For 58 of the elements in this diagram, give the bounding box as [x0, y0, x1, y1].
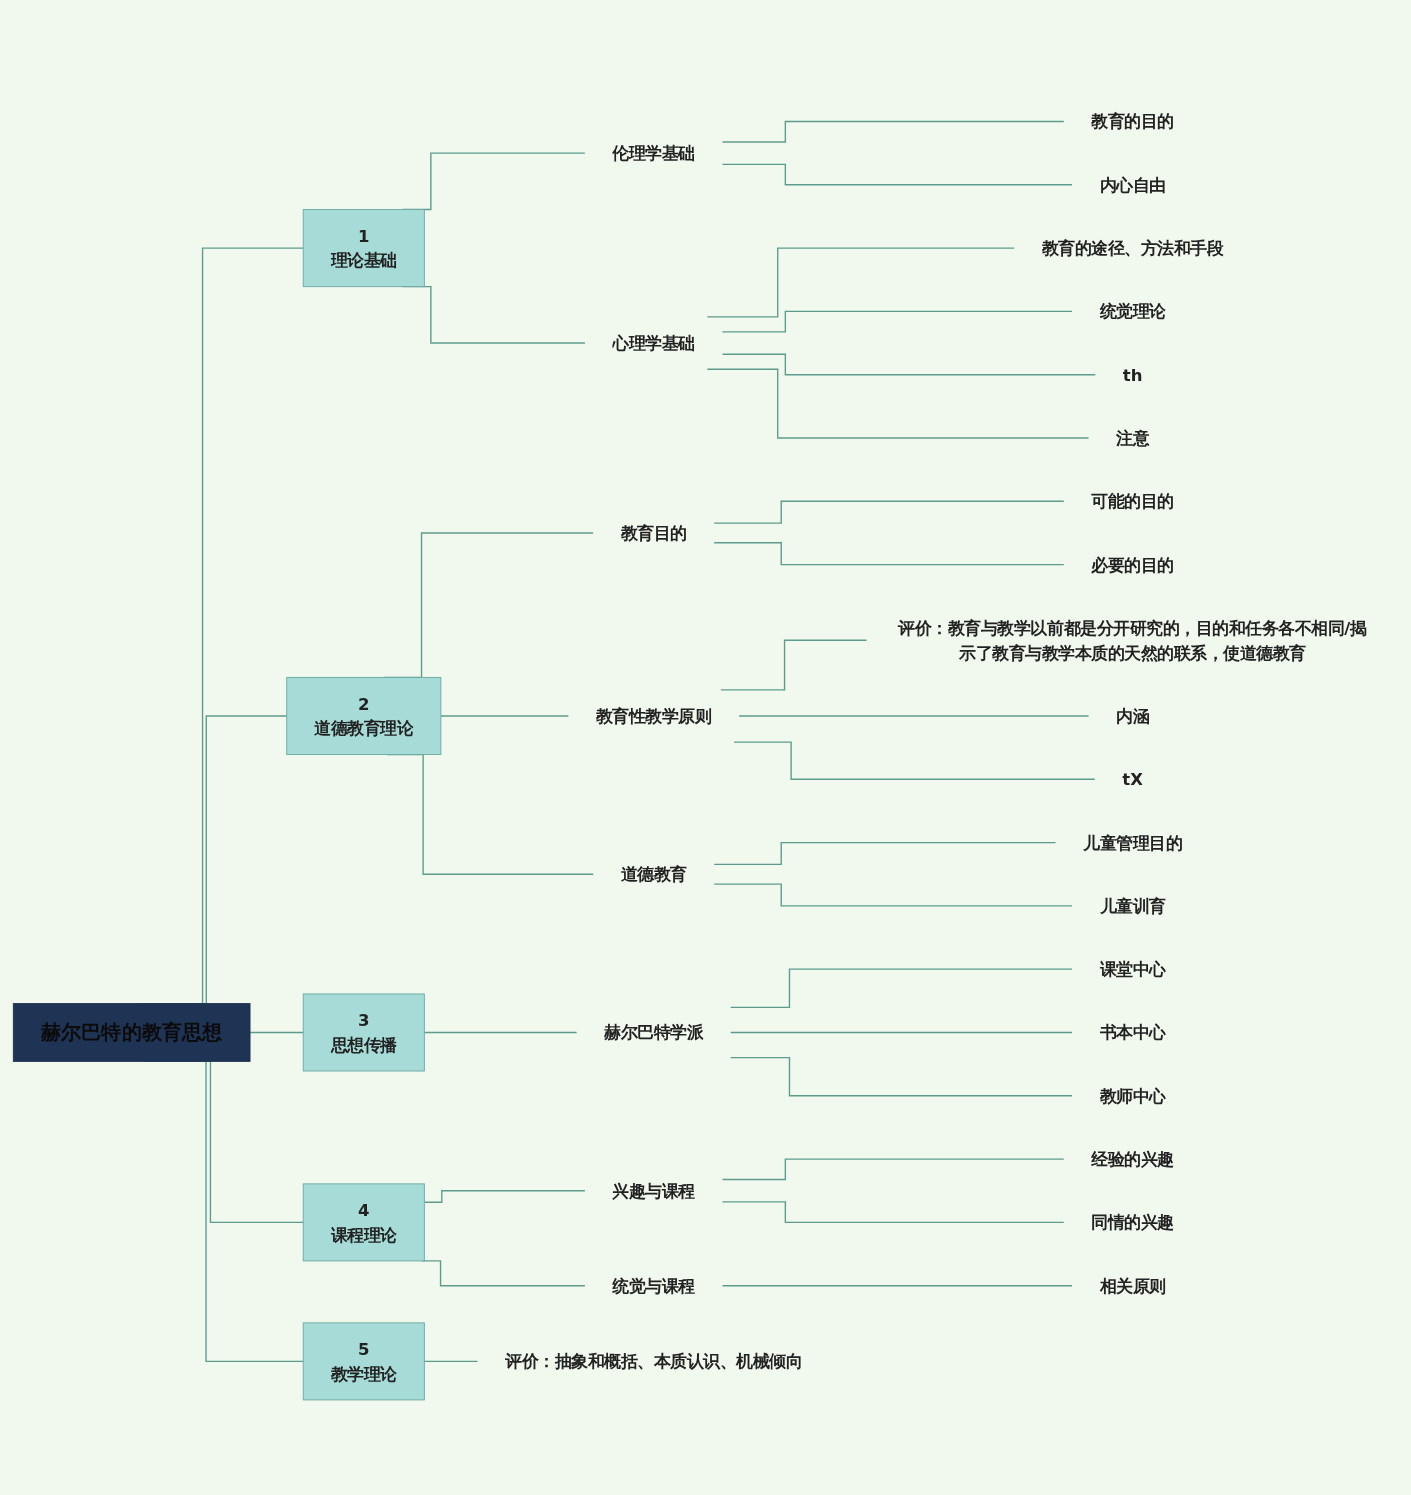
connector: [439, 715, 569, 717]
connector: [423, 1360, 478, 1362]
connector: [721, 353, 1096, 376]
node-box: 1 理论基础: [302, 208, 425, 287]
connector: [721, 120, 1064, 143]
node-text: 评价：抽象和概括、本质认识、机械倾向: [504, 1351, 802, 1371]
node-text: 教育目的: [620, 523, 687, 543]
node-text: 评价：教育与教学以前都是分开研究的，目的和任务各不相同/揭示了教育与教学本质的天然的联系，使道德教育: [897, 618, 1367, 663]
connector: [737, 715, 1089, 717]
connector: [706, 368, 1089, 439]
connector: [713, 542, 1064, 566]
node-text: 赫尔巴特学派: [603, 1022, 703, 1042]
node-text: 道德教育: [620, 864, 687, 884]
connector: [732, 741, 1095, 780]
connector: [706, 247, 1015, 318]
connector: [721, 163, 1073, 186]
node-text: 课堂中心: [1099, 959, 1166, 979]
node-text: 书本中心: [1099, 1022, 1166, 1042]
node-text: 教育的目的: [1090, 111, 1174, 131]
node-box: 赫尔巴特的教育思想: [12, 1003, 250, 1062]
connector: [713, 841, 1056, 865]
connector: [423, 1189, 586, 1203]
connector: [729, 968, 1073, 1008]
connector: [721, 310, 1073, 333]
node-text: 兴趣与课程: [611, 1180, 695, 1201]
node-text: 统觉与课程: [611, 1275, 695, 1296]
node-text: 教育性教学原则: [595, 706, 711, 726]
node-text: 伦理学基础: [611, 143, 695, 163]
connector: [713, 883, 1073, 907]
node-text: 内心自由: [1099, 175, 1166, 195]
node-box: 5 教学理论: [302, 1322, 425, 1401]
connector: [729, 1031, 1073, 1034]
node-text: 教育的途径、方法和手段: [1041, 238, 1223, 258]
connector: [721, 1284, 1073, 1287]
node-text: 必要的目的: [1090, 554, 1174, 575]
connector: [719, 639, 867, 691]
connector: [423, 1031, 577, 1034]
node-text: 儿童训育: [1099, 896, 1166, 916]
node-text: th: [1122, 364, 1142, 385]
connector: [721, 1201, 1064, 1223]
node-text: 同情的兴趣: [1090, 1212, 1174, 1232]
node-text: 相关原则: [1099, 1275, 1166, 1296]
connector: [713, 500, 1064, 524]
node-box: 4 课程理论: [302, 1183, 425, 1262]
node-text: 内涵: [1115, 706, 1149, 726]
node-text: 统觉理论: [1099, 301, 1166, 321]
connector: [248, 1031, 304, 1034]
node-text: 儿童管理目的: [1082, 832, 1182, 853]
node-text: tX: [1121, 769, 1143, 789]
node-box: 3 思想传播: [302, 993, 425, 1072]
node-text: 教师中心: [1099, 1086, 1166, 1106]
connector: [721, 1158, 1064, 1181]
node-text: 经验的兴趣: [1090, 1149, 1174, 1169]
node-text: 注意: [1115, 428, 1149, 448]
node-text: 可能的目的: [1090, 491, 1174, 511]
node-box: 2 道德教育理论: [285, 676, 441, 755]
connector: [729, 1056, 1073, 1097]
node-text: 心理学基础: [611, 333, 695, 353]
